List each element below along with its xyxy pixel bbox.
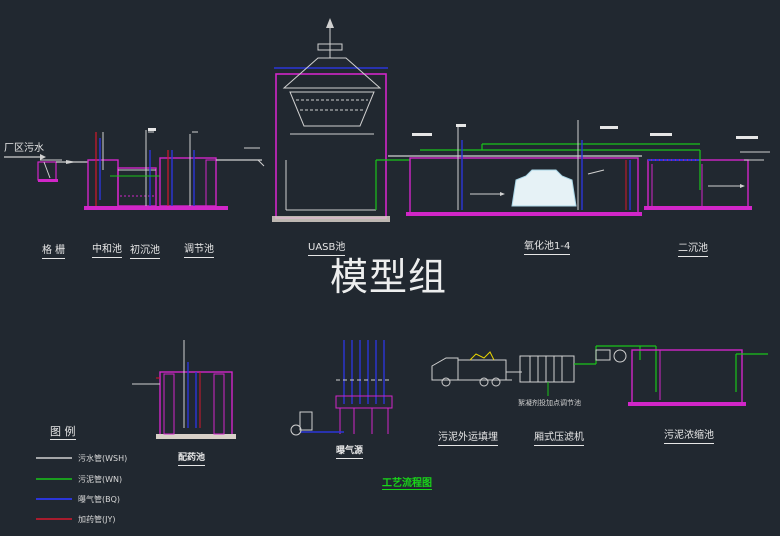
process-flow-title: 工艺流程图 <box>382 474 432 490</box>
neutralization-tank <box>84 132 124 210</box>
aeration-blower <box>290 340 393 436</box>
tag-boxes <box>148 124 758 139</box>
sludge-transport-label: 污泥外运填埋 <box>438 432 498 446</box>
aeration-label: 曝气源 <box>336 445 364 459</box>
legend-item-sludge: 污泥管(WN) <box>78 475 123 484</box>
dosing-tank <box>132 340 236 439</box>
inflow-pipe <box>4 154 46 160</box>
legend-item-dosing: 加药管(JY) <box>78 515 116 524</box>
sludge-pump-note: 絮凝剂投加点调节池 <box>518 399 581 407</box>
secondary-settling-tank <box>644 150 770 210</box>
grille-label: 格 栅 <box>42 245 66 259</box>
uasb-label: UASB池 <box>308 242 346 256</box>
inflow-label: 厂区污水 <box>4 143 44 154</box>
uasb-reactor <box>272 18 410 222</box>
watermark: 模型组 <box>330 255 448 299</box>
sludge-thickener <box>628 345 768 406</box>
level-markers <box>148 131 265 167</box>
oxidation-tank <box>388 120 700 216</box>
oxidation-label: 氧化池1-4 <box>524 241 571 255</box>
legend-lines <box>36 457 72 520</box>
secondary-settling-label: 二沉池 <box>678 243 708 257</box>
legend-item-sewage: 污水管(WSH) <box>78 454 128 463</box>
filter-press <box>519 345 640 396</box>
dosing-label: 配药池 <box>178 452 206 466</box>
equalization-label: 调节池 <box>184 244 214 258</box>
primary-settling-tank <box>110 130 160 210</box>
sludge-pump <box>595 349 627 363</box>
legend-title: 图 例 <box>50 425 76 440</box>
grille-tank <box>37 159 62 182</box>
neutralization-label: 中和池 <box>92 244 122 258</box>
legend-item-air: 曝气管(BQ) <box>78 495 121 504</box>
primary-settling-label: 初沉池 <box>130 245 160 259</box>
equalization-tank <box>156 134 262 210</box>
sludge-truck <box>431 351 512 387</box>
sludge-thickener-label: 污泥浓缩池 <box>664 430 714 444</box>
filter-press-label: 厢式压滤机 <box>534 432 584 446</box>
